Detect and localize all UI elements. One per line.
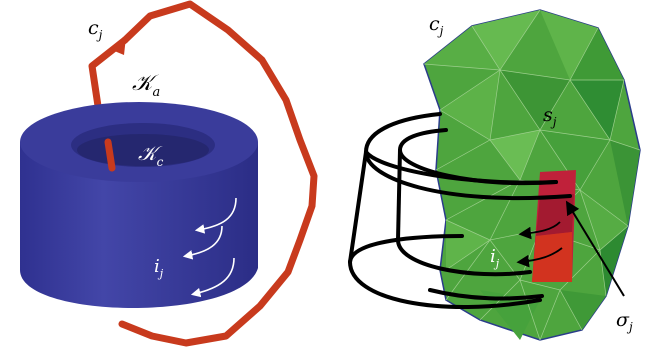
curve-direction-arrow: [112, 37, 126, 55]
coil-front-ring: [364, 150, 558, 185]
current-arrows: [182, 197, 237, 298]
coil-outer-bottom: [348, 260, 542, 309]
cut-surface: [423, 9, 641, 341]
coil-inner-side: [396, 148, 402, 242]
surface-current-arrows: [516, 221, 563, 268]
patch-face-shade: [536, 194, 574, 236]
coil-outer-side: [348, 150, 368, 264]
facet: [446, 220, 490, 270]
current-arrow: [516, 247, 563, 268]
facet: [580, 190, 628, 250]
coil-wireframe: [348, 112, 572, 309]
coil-curve-through: [104, 138, 116, 172]
facet: [500, 70, 570, 130]
label-surface-sj: sj: [543, 104, 557, 129]
core-front-face: [20, 142, 258, 308]
facet: [540, 10, 598, 80]
facet: [610, 140, 640, 226]
left-panel: cj 𝒦a 𝒦c ij: [20, 0, 318, 347]
current-arrow: [518, 221, 561, 240]
right-panel: cj sj ij σj: [348, 9, 641, 341]
magnetic-core: [20, 102, 258, 308]
facet: [490, 130, 540, 180]
label-region-ka: 𝒦a: [132, 71, 160, 100]
coil-middle-ring: [348, 234, 464, 264]
facet: [570, 80, 624, 140]
label-curve-cj: cj: [88, 17, 103, 42]
coil-outer-top: [363, 112, 572, 201]
coil-inner-bottom: [396, 238, 532, 277]
surface-facets: [424, 10, 640, 340]
current-arrow: [190, 257, 235, 298]
label-current-ij: ij: [154, 256, 164, 280]
patch-face-light: [532, 232, 572, 282]
facet: [570, 28, 624, 80]
coil-bottom-segment: [428, 288, 544, 301]
facet: [600, 226, 628, 296]
label-patch-sigma: σj: [616, 309, 633, 334]
coil-curve-front: [118, 0, 318, 347]
label-current-ij-right: ij: [490, 246, 500, 270]
facet: [472, 10, 540, 70]
facet: [424, 26, 500, 70]
facet: [440, 70, 500, 140]
current-arrow: [182, 225, 223, 260]
facet: [560, 290, 606, 330]
current-arrow: [194, 197, 237, 234]
facet: [540, 130, 610, 190]
label-curve-cj-right: cj: [429, 13, 444, 38]
patch-pointer: [565, 200, 625, 297]
